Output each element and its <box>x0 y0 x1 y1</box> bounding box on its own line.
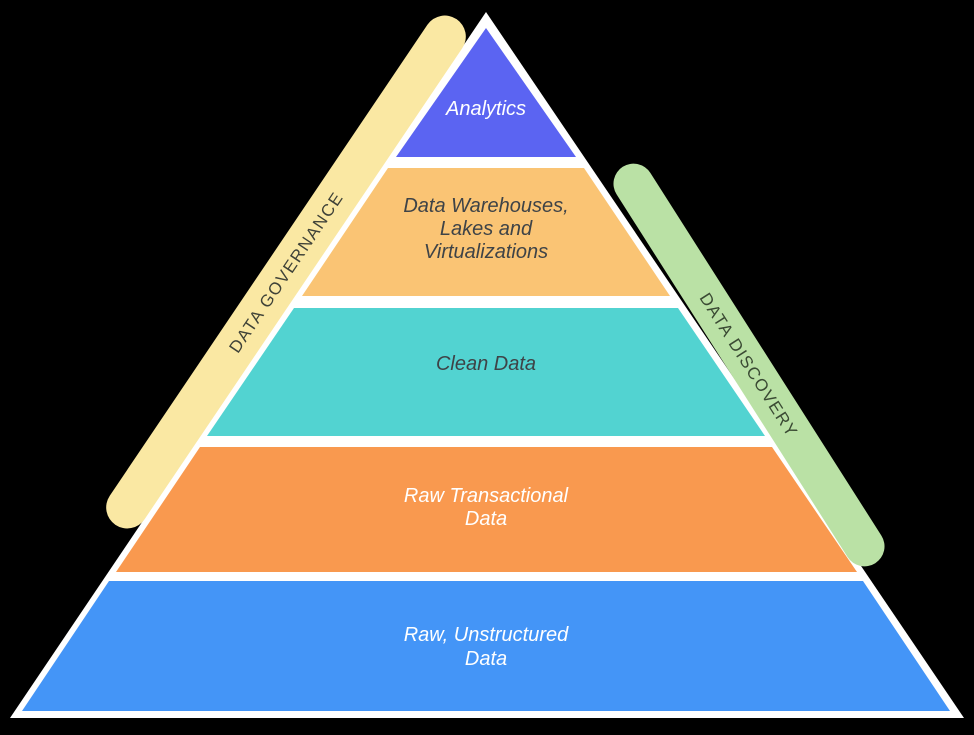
layer-label-line: Virtualizations <box>424 241 548 263</box>
layer-label-line: Clean Data <box>436 353 536 375</box>
data-governance-bar-shape <box>106 15 466 529</box>
layer-label-line: Raw Transactional <box>404 485 569 507</box>
layer-label-line: Raw, Unstructured <box>404 624 569 646</box>
layer-label-line: Analytics <box>445 98 526 120</box>
pyramid-layer-clean-data <box>207 308 765 436</box>
pyramid-layer-analytics <box>396 28 576 157</box>
layer-label-line: Data <box>465 508 507 530</box>
layer-label-warehouses: Data Warehouses, Lakes and Virtualizatio… <box>403 195 568 263</box>
layer-label-line: Data <box>465 648 507 670</box>
layer-label-clean-data: Clean Data <box>436 353 536 375</box>
layer-label-raw-transactional: Raw Transactional Data <box>404 485 569 530</box>
pyramid-layer-raw-unstructured <box>22 581 950 711</box>
layer-label-line: Lakes and <box>440 218 533 240</box>
data-discovery-bar-shape <box>613 163 885 567</box>
layer-label-raw-unstructured: Raw, Unstructured Data <box>404 624 569 670</box>
layer-label-line: Data Warehouses, <box>403 195 568 217</box>
layer-label-analytics: Analytics <box>445 98 526 120</box>
pyramid-layer-warehouses <box>302 168 670 296</box>
pyramid-layer-raw-transactional <box>116 447 857 572</box>
